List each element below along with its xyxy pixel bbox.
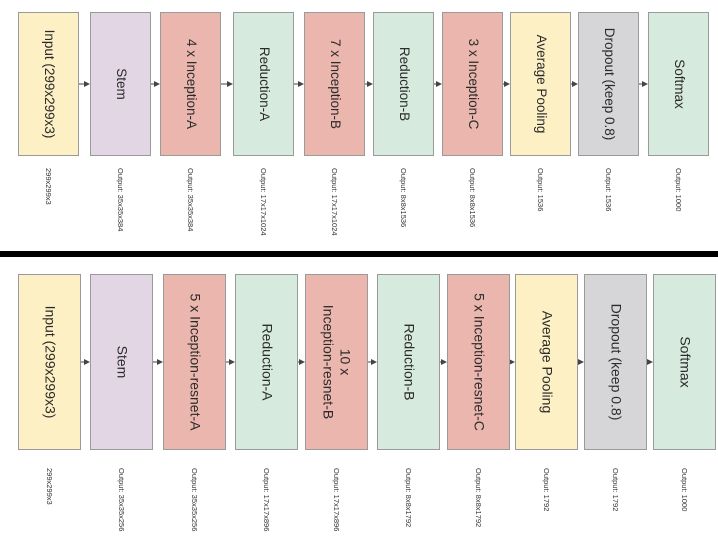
- bottom-block-5-x-inception-resnet-a: 5 x Inception-resnet-A: [163, 274, 226, 450]
- output-shape-label: Output: 8x8x1792: [473, 468, 483, 528]
- output-shape-label: Output: 17x17x1024: [329, 168, 339, 236]
- block-label: 5 x Inception-resnet-A: [186, 293, 203, 431]
- block-label: Average Pooling: [533, 34, 549, 134]
- bottom-block-input-299x299x3: Input (299x299x3): [18, 274, 81, 450]
- top-block-softmax: Softmax: [648, 12, 709, 156]
- top-block-stem: Stem: [90, 12, 151, 156]
- block-label: 5 x Inception-resnet-C: [470, 293, 487, 431]
- output-shape-label: Output: 35x35x256: [116, 468, 126, 532]
- block-label: Reduction-A: [258, 323, 275, 401]
- top-block-4-x-inception-a: 4 x Inception-A: [160, 12, 221, 156]
- block-label: Dropout (keep 0.8): [607, 303, 624, 421]
- block-label: Input (299x299x3): [41, 29, 57, 139]
- block-label: 3 x Inception-C: [465, 38, 481, 130]
- bottom-block-average-pooling: Average Pooling: [515, 274, 578, 450]
- top-block-input-299x299x3: Input (299x299x3): [18, 12, 79, 156]
- output-shape-label: Output: 35x35x256: [189, 468, 199, 532]
- block-label: Average Pooling: [538, 310, 555, 414]
- output-shape-label: Output: 35x35x384: [115, 168, 125, 232]
- top-block-average-pooling: Average Pooling: [510, 12, 571, 156]
- bottom-block-10-x-inception-resnet-b: 10 x Inception-resnet-B: [305, 274, 368, 450]
- block-label: Reduction-B: [396, 46, 412, 122]
- block-label: Dropout (keep 0.8): [601, 27, 617, 141]
- bottom-block-5-x-inception-resnet-c: 5 x Inception-resnet-C: [447, 274, 510, 450]
- output-shape-label: Output: 1536: [535, 168, 545, 212]
- block-label: Softmax: [671, 59, 687, 109]
- top-block-3-x-inception-c: 3 x Inception-C: [442, 12, 503, 156]
- bottom-block-dropout-keep-0-8: Dropout (keep 0.8): [584, 274, 647, 450]
- block-label: 7 x Inception-B: [327, 38, 343, 130]
- output-shape-label: Output: 1000: [679, 468, 689, 512]
- top-block-reduction-b: Reduction-B: [373, 12, 434, 156]
- bottom-block-reduction-b: Reduction-B: [377, 274, 440, 450]
- block-label: Softmax: [676, 336, 693, 388]
- block-label: Reduction-A: [256, 46, 272, 122]
- row-divider: [0, 251, 718, 257]
- block-label: Input (299x299x3): [41, 305, 58, 419]
- block-label: Reduction-B: [400, 323, 417, 401]
- output-shape-label: Output: 1000: [673, 168, 683, 212]
- output-shape-label: Output: 1792: [610, 468, 620, 512]
- output-shape-label: Output: 35x35x384: [185, 168, 195, 232]
- block-label: Stem: [113, 345, 130, 379]
- output-shape-label: Output: 17x17x896: [331, 468, 341, 532]
- output-shape-label: Output: 17x17x896: [261, 468, 271, 532]
- output-shape-label: Output: 17x17x1024: [258, 168, 268, 236]
- bottom-block-softmax: Softmax: [653, 274, 716, 450]
- top-block-7-x-inception-b: 7 x Inception-B: [304, 12, 365, 156]
- block-label: 10 x Inception-resnet-B: [320, 304, 354, 420]
- output-shape-label: 299x299x3: [44, 468, 54, 505]
- output-shape-label: Output: 8x8x1536: [398, 168, 408, 228]
- output-shape-label: Output: 1536: [603, 168, 613, 212]
- block-label: Stem: [113, 68, 129, 100]
- output-shape-label: Output: 8x8x1792: [403, 468, 413, 528]
- bottom-block-reduction-a: Reduction-A: [235, 274, 298, 450]
- bottom-block-stem: Stem: [90, 274, 153, 450]
- top-block-dropout-keep-0-8: Dropout (keep 0.8): [578, 12, 639, 156]
- output-shape-label: Output: 1792: [541, 468, 551, 512]
- output-shape-label: 299x299x3: [43, 168, 53, 205]
- block-label: 4 x Inception-A: [183, 38, 199, 130]
- output-shape-label: Output: 8x8x1536: [467, 168, 477, 228]
- top-block-reduction-a: Reduction-A: [233, 12, 294, 156]
